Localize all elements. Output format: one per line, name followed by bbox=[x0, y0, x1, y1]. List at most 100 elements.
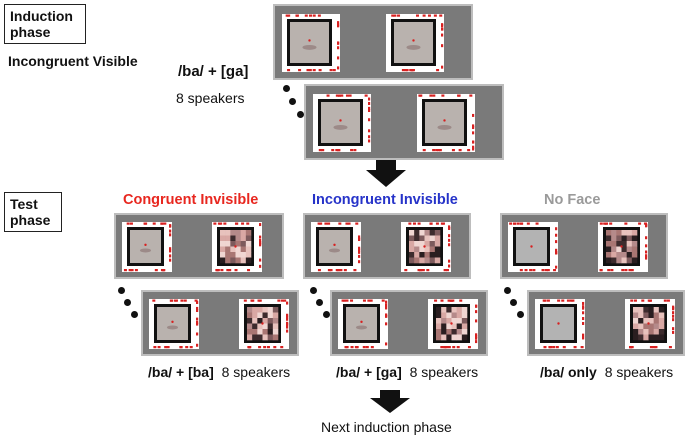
marker-dot bbox=[544, 269, 548, 272]
stimulus-caption: /ba/ only 8 speakers bbox=[540, 364, 673, 380]
mask-tile bbox=[621, 235, 627, 242]
marker-dot bbox=[628, 269, 632, 272]
mask-tile bbox=[267, 323, 274, 330]
mask-tile bbox=[446, 323, 452, 330]
marker-dot bbox=[286, 313, 289, 317]
marker-dot bbox=[541, 269, 545, 272]
marker-dot bbox=[516, 222, 520, 225]
marker-dot bbox=[557, 299, 561, 302]
mask-tile bbox=[225, 230, 231, 236]
marker-dot bbox=[128, 269, 132, 272]
mask-tile bbox=[429, 230, 436, 236]
marker-dot bbox=[153, 346, 157, 349]
marker-dot bbox=[548, 346, 552, 349]
marker-dot bbox=[645, 244, 648, 248]
marker-dot bbox=[367, 299, 371, 302]
marker-dot bbox=[332, 69, 336, 72]
mask-tile bbox=[436, 323, 442, 330]
mask-tile bbox=[631, 246, 638, 253]
mask-tile bbox=[220, 252, 226, 258]
mask-tile bbox=[441, 323, 447, 330]
marker-dot bbox=[335, 269, 339, 272]
mask-tile bbox=[419, 257, 425, 264]
marker-dot bbox=[452, 346, 456, 349]
marker-dot bbox=[163, 222, 167, 225]
mask-tile bbox=[643, 312, 649, 319]
mask-tile bbox=[648, 307, 654, 313]
marker-dot bbox=[358, 254, 361, 258]
marker-dot bbox=[447, 346, 451, 349]
marker-dot bbox=[362, 299, 366, 302]
face-frame bbox=[417, 94, 475, 152]
ellipsis-dot bbox=[510, 299, 517, 306]
marker-dot bbox=[543, 346, 547, 349]
marker-dot bbox=[134, 269, 138, 272]
mask-frame bbox=[212, 222, 262, 272]
marker-dot bbox=[312, 14, 316, 17]
marker-dot bbox=[555, 265, 558, 269]
marker-dot bbox=[130, 269, 134, 272]
mask-tile bbox=[616, 246, 622, 253]
marker-dot bbox=[433, 14, 437, 17]
marker-dot bbox=[169, 258, 172, 262]
face-image bbox=[319, 230, 350, 263]
marker-dot bbox=[259, 258, 262, 262]
mask-tile bbox=[451, 334, 457, 341]
marker-dot bbox=[385, 322, 388, 326]
marker-dot bbox=[582, 311, 585, 315]
marker-dot bbox=[467, 149, 471, 152]
ellipsis-dot bbox=[504, 287, 511, 294]
marker-dot bbox=[273, 346, 277, 349]
mask-tile bbox=[461, 318, 468, 324]
mask-tile bbox=[419, 246, 425, 253]
mask-tile bbox=[638, 312, 644, 319]
mask-tile bbox=[272, 307, 279, 313]
condition-title-no-face: No Face bbox=[544, 192, 601, 208]
mask-tile bbox=[451, 329, 457, 335]
mask-tile bbox=[446, 307, 452, 313]
mask-tile bbox=[424, 246, 430, 253]
marker-dot bbox=[368, 101, 371, 105]
speakers-label: 8 speakers bbox=[409, 364, 479, 380]
marker-dot bbox=[369, 299, 373, 302]
marker-dot bbox=[337, 66, 340, 70]
marker-dot bbox=[421, 269, 425, 272]
marker-dot bbox=[415, 14, 419, 17]
marker-dot bbox=[599, 222, 603, 225]
marker-dot bbox=[368, 135, 371, 139]
marker-dot bbox=[475, 304, 478, 308]
ellipsis-dot bbox=[297, 111, 304, 118]
marker-dot bbox=[318, 149, 322, 152]
marker-dot bbox=[641, 299, 645, 302]
marker-dot bbox=[385, 303, 388, 307]
marker-dot bbox=[196, 332, 199, 336]
induction-phase-box: Induction phase bbox=[4, 4, 86, 44]
mask-tile bbox=[631, 257, 638, 264]
mask-tile bbox=[409, 235, 415, 242]
mask-tile bbox=[240, 241, 247, 247]
marker-dot bbox=[411, 69, 415, 72]
marker-dot bbox=[582, 321, 585, 325]
mask-tile bbox=[409, 241, 415, 247]
marker-dot bbox=[169, 254, 172, 258]
marker-dot bbox=[348, 94, 352, 97]
mask-tile bbox=[230, 246, 236, 253]
stimulus-label: /ba/ + [ga] bbox=[336, 364, 402, 380]
marker-dot bbox=[381, 299, 385, 302]
mask-tile bbox=[230, 235, 236, 242]
mask-tile bbox=[245, 257, 252, 264]
fixation-dot bbox=[412, 39, 415, 42]
mask-tile bbox=[653, 318, 660, 324]
mask-tile bbox=[247, 318, 253, 324]
mask-tile bbox=[638, 323, 644, 330]
mask-tile bbox=[434, 235, 441, 242]
mask-tile bbox=[245, 252, 252, 258]
marker-dot bbox=[335, 94, 339, 97]
face-image bbox=[130, 230, 161, 263]
marker-dot bbox=[440, 299, 444, 302]
marker-dot bbox=[308, 69, 312, 72]
mask-tile bbox=[262, 329, 268, 335]
marker-dot bbox=[362, 346, 366, 349]
marker-dot bbox=[451, 299, 455, 302]
mask-tile bbox=[409, 252, 415, 258]
